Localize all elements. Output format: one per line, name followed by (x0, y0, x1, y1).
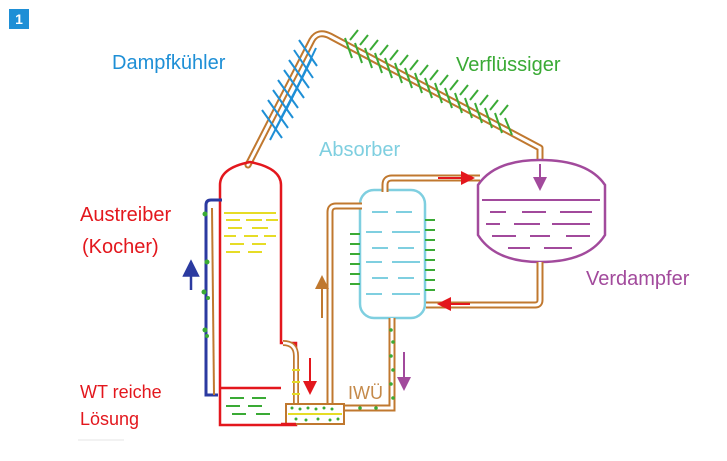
label-verfluessiger: Verflüssiger (456, 54, 561, 76)
label-kocher: (Kocher) (82, 236, 159, 258)
vapour-pipe (244, 30, 544, 169)
label-absorber: Absorber (319, 139, 401, 161)
label-loesung: Lösung (80, 409, 140, 429)
vapour-pipes-verdampfer-absorber (381, 171, 544, 311)
figure-number-badge: 1 (9, 9, 29, 29)
label-wt-reiche: WT reiche (80, 382, 162, 402)
verfluessiger-fins (344, 29, 513, 136)
verdampfer-vessel (476, 158, 607, 264)
label-dampfkuehler: Dampfkühler (112, 52, 226, 74)
label-verdampfer: Verdampfer (586, 268, 690, 290)
label-austreiber: Austreiber (80, 204, 172, 226)
label-iwue: IWÜ (348, 383, 383, 403)
absorber-vessel (350, 188, 435, 320)
dampfkuehler-fins (261, 39, 318, 141)
poor-solution-pipe (315, 202, 362, 408)
iwue-heat-exchanger (281, 403, 345, 426)
thermosiphon-return (182, 198, 222, 397)
rich-solution-pipe (344, 318, 411, 412)
austreiber-vessel (218, 160, 298, 427)
austreiber-to-iwue-pipe (282, 340, 317, 406)
